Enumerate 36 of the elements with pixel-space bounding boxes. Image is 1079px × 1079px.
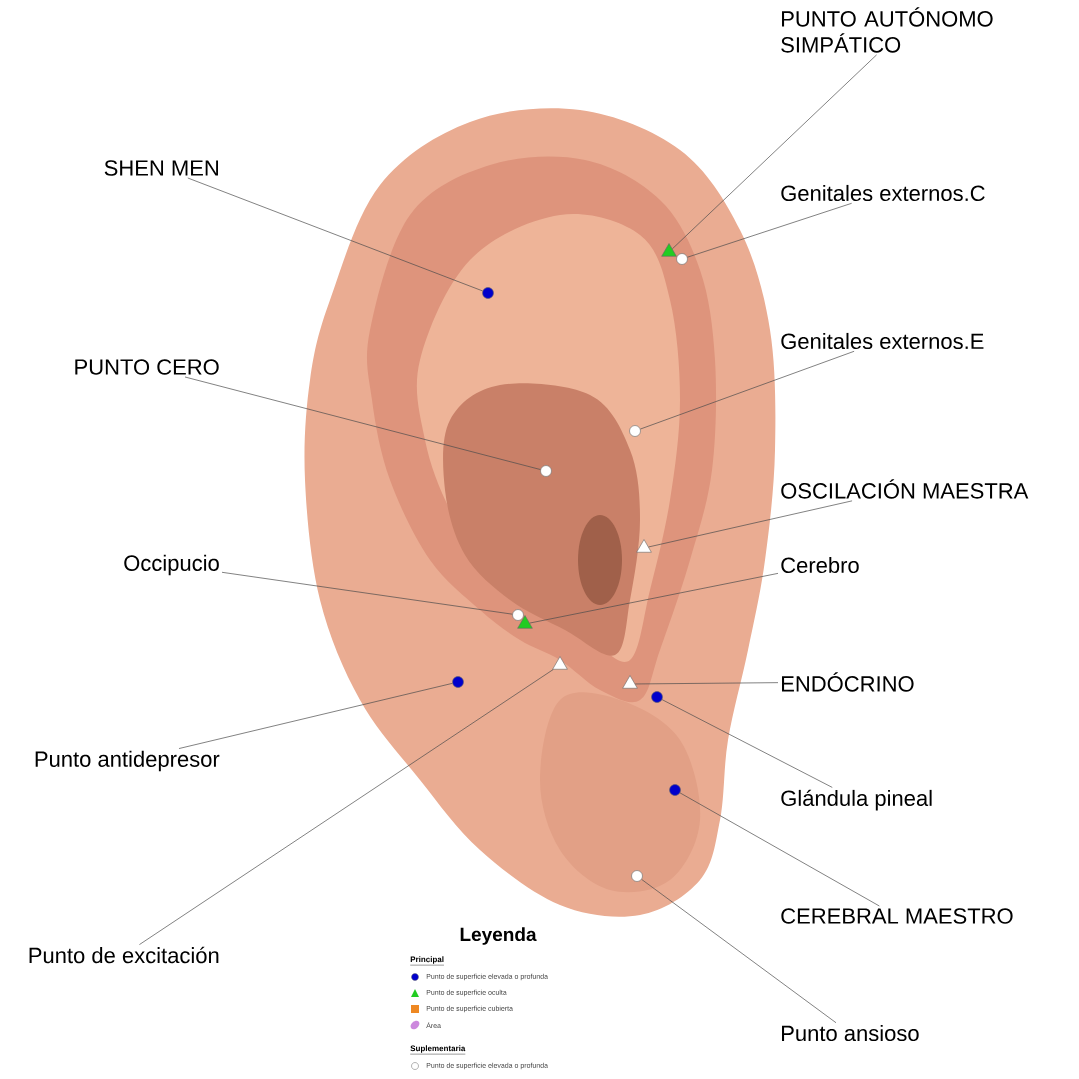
leader-line [640,350,855,430]
point-label: ENDÓCRINO [782,672,914,692]
point-triangle [661,243,677,257]
leader-line [139,669,554,945]
point-triangle [622,675,638,689]
leader-line [221,571,513,615]
point-label: Punto de excitación [29,946,219,964]
point-label: SHEN MEN [104,160,218,176]
point-label: Genitales externos.E [781,332,984,350]
legend-title: Leyenda [460,927,537,945]
point-triangle [517,615,533,629]
point-label: Punto ansioso [782,1024,919,1042]
point-label: Glándula pineal [781,789,932,811]
point-label: Occipucio [124,554,219,576]
leader-line [178,683,453,749]
point-label: PUNTO CERO [75,359,219,375]
point-label: PUNTO AUTÓNOMO SIMPÁTICO [781,7,993,53]
leader-line [679,792,880,907]
point-triangle [552,656,568,670]
leader-line [672,54,877,250]
leader-line [648,500,853,548]
leader-line [634,682,779,685]
leader-line [661,699,833,788]
leader-line [641,879,837,1024]
point-label: Punto antidepresor [35,750,220,772]
leader-line [184,376,541,470]
leader-line [187,177,483,292]
point-triangle [636,539,652,553]
legend-heading: Suplementaria [410,1045,466,1055]
point-label: OSCILACIÓN MAESTRA [781,479,1029,499]
point-label: Cerebro [781,556,859,574]
leader-line [529,573,779,624]
legend-heading: Principal [410,956,445,966]
point-label: Genitales externos.C [781,184,985,202]
leader-line [687,202,852,258]
point-label: CEREBRAL MAESTRO [781,908,1013,924]
